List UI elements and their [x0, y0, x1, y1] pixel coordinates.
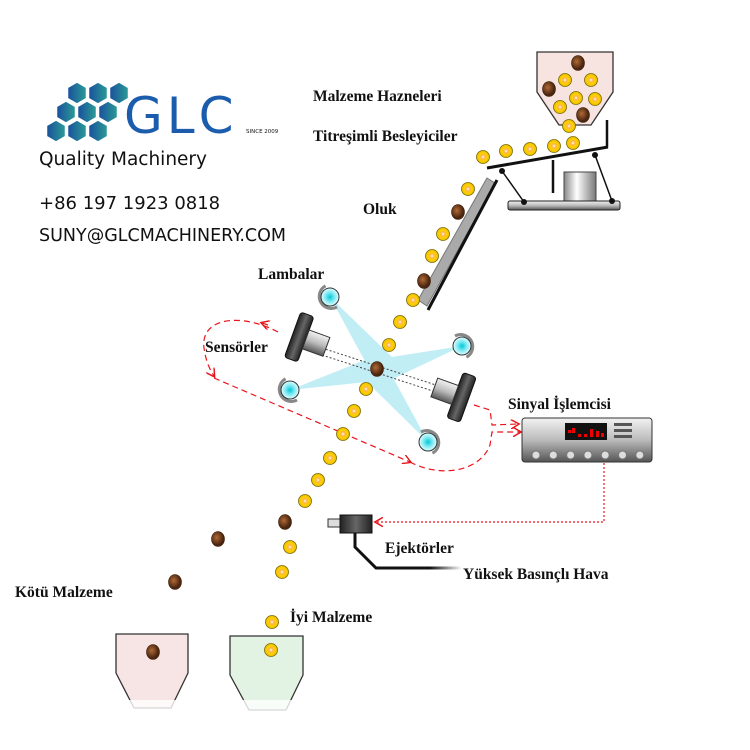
- label-hopper: Malzeme Hazneleri: [313, 88, 442, 105]
- logo-hexagon: [45, 119, 67, 143]
- logo-hexagon: [87, 119, 109, 143]
- light-beams: [290, 297, 462, 442]
- air-ejector: [327, 514, 373, 534]
- bad-particle: [168, 574, 182, 590]
- bad-particle: [542, 81, 556, 97]
- good-particle: [359, 382, 373, 396]
- logo-hexagon: [55, 100, 77, 124]
- processor-knob[interactable]: [618, 450, 627, 460]
- good-particle: [382, 338, 396, 352]
- good-particle: [499, 144, 513, 158]
- processor-knob[interactable]: [635, 450, 645, 460]
- vibratory-feeder: [486, 120, 621, 211]
- processor-knob[interactable]: [531, 450, 541, 460]
- good-particle: [264, 643, 278, 657]
- good-particle: [566, 136, 580, 150]
- good-particle: [461, 182, 475, 196]
- good-particle: [311, 473, 325, 487]
- logo-hexagon: [76, 100, 98, 124]
- bad-particle: [211, 531, 225, 547]
- chute: [417, 177, 499, 311]
- lamp-icon: [277, 377, 300, 403]
- good-particle: [547, 139, 561, 153]
- good-particle: [283, 540, 297, 554]
- label-lamps: Lambalar: [258, 266, 324, 283]
- label-ejectors: Ejektörler: [385, 540, 454, 557]
- sensor-camera-right: [430, 372, 477, 422]
- logo-hexagon: [108, 81, 130, 105]
- processor-knob[interactable]: [566, 450, 576, 460]
- contact-phone[interactable]: +86 197 1923 0818: [39, 193, 220, 214]
- logo-hexagon: [66, 119, 88, 143]
- glc-logo: [45, 81, 130, 143]
- lamp-icon: [418, 429, 441, 455]
- lamp-icon: [317, 284, 340, 310]
- bad-particle: [417, 273, 431, 289]
- good-particle: [558, 73, 572, 87]
- good-particle: [347, 404, 361, 418]
- bad-particle: [576, 107, 590, 123]
- bad-particle: [451, 204, 465, 220]
- logo-since: SINCE 2009: [246, 129, 279, 135]
- good-particle: [523, 142, 537, 156]
- label-signal-processor: Sinyal İşlemcisi: [508, 396, 612, 413]
- processor-display: [565, 423, 607, 440]
- contact-email[interactable]: SUNY@GLCMACHINERY.COM: [39, 226, 286, 246]
- good-particle: [298, 494, 312, 508]
- processor-knob[interactable]: [548, 450, 558, 460]
- good-particle: [588, 92, 602, 106]
- label-good-material: İyi Malzeme: [290, 609, 372, 626]
- label-feeder: Titreşimli Besleyiciler: [313, 128, 458, 145]
- good-particle: [562, 119, 576, 133]
- label-bad-material: Kötü Malzeme: [15, 584, 113, 601]
- logo-hexagon: [66, 81, 88, 105]
- good-particle: [584, 73, 598, 87]
- logo-hexagon: [87, 81, 109, 105]
- signal-paths: [203, 319, 605, 522]
- good-particle: [436, 227, 450, 241]
- good-particle: [569, 91, 583, 105]
- bad-particle: [571, 55, 585, 71]
- good-particle: [553, 100, 567, 114]
- signal-processor: [521, 417, 653, 463]
- air-hose: [353, 533, 462, 570]
- good-particle: [476, 150, 490, 164]
- good-particle: [323, 451, 337, 465]
- bad-particle: [370, 361, 384, 377]
- label-chute: Oluk: [363, 201, 397, 218]
- logo-tagline: Quality Machinery: [39, 149, 207, 170]
- good-particle: [393, 315, 407, 329]
- bad-particle: [146, 644, 160, 660]
- good-particle: [265, 615, 279, 629]
- logo-brand: GLC: [124, 87, 238, 145]
- good-particle: [275, 565, 289, 579]
- good-particle: [425, 249, 439, 263]
- good-particle: [336, 427, 350, 441]
- processor-knob[interactable]: [600, 450, 610, 460]
- processor-knob[interactable]: [583, 450, 593, 460]
- label-high-pressure-air: Yüksek Basınçlı Hava: [463, 566, 609, 583]
- logo-hexagon: [97, 100, 119, 124]
- sensor-camera-left: [284, 312, 331, 362]
- good-particle: [406, 293, 420, 307]
- bad-particle: [278, 514, 292, 530]
- lamp-icon: [452, 333, 475, 359]
- label-sensors: Sensörler: [205, 339, 268, 356]
- sensor-line: [321, 354, 446, 396]
- material-particles: [146, 55, 602, 660]
